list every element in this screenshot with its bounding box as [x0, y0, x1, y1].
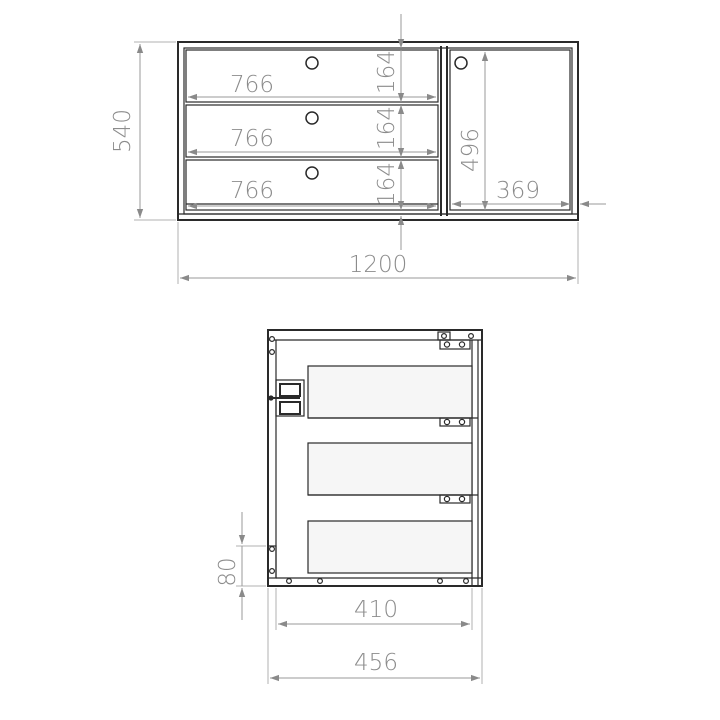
drawer-2-handle-hole: [305, 111, 319, 125]
dim-overall-depth: 456: [354, 650, 398, 676]
dim-compartment-width: 369: [496, 178, 540, 204]
dim-inner-depth: 410: [354, 597, 398, 623]
front-view: [177, 41, 579, 221]
dim-plinth-height: 80: [215, 557, 241, 586]
cabinet-outline: [177, 41, 579, 221]
side-drawer-3: [307, 520, 473, 574]
dim-drawer-height-3: 164: [374, 162, 400, 206]
drawer-3: [185, 159, 439, 211]
fitting-top: [439, 339, 471, 350]
dim-compartment-height: 496: [458, 128, 484, 172]
dim-drawer-height-1: 164: [374, 50, 400, 94]
side-view: [267, 329, 483, 587]
drawer-3-handle-hole: [305, 166, 319, 180]
front-view-dimensions: 540 1200 766 766 766 164 164 164 496 369: [110, 14, 606, 284]
side-drawer-2: [307, 442, 473, 496]
door-panel: [449, 49, 571, 211]
fitting-mid: [439, 417, 471, 427]
dim-drawer-width-2: 766: [230, 126, 274, 152]
drawer-1: [185, 49, 439, 103]
drawer-1-handle-hole: [305, 56, 319, 70]
side-view-dimensions: 80 410 456: [215, 512, 483, 684]
side-drawer-1: [307, 365, 473, 419]
dim-drawer-height-2: 164: [374, 106, 400, 150]
side-outline: [267, 329, 483, 587]
dim-overall-height: 540: [110, 109, 136, 153]
door-handle-hole: [454, 56, 468, 70]
dim-overall-width: 1200: [349, 252, 408, 278]
fitting-low: [439, 494, 471, 504]
drawer-2: [185, 104, 439, 158]
dim-drawer-width-1: 766: [230, 72, 274, 98]
dim-drawer-width-3: 766: [230, 178, 274, 204]
